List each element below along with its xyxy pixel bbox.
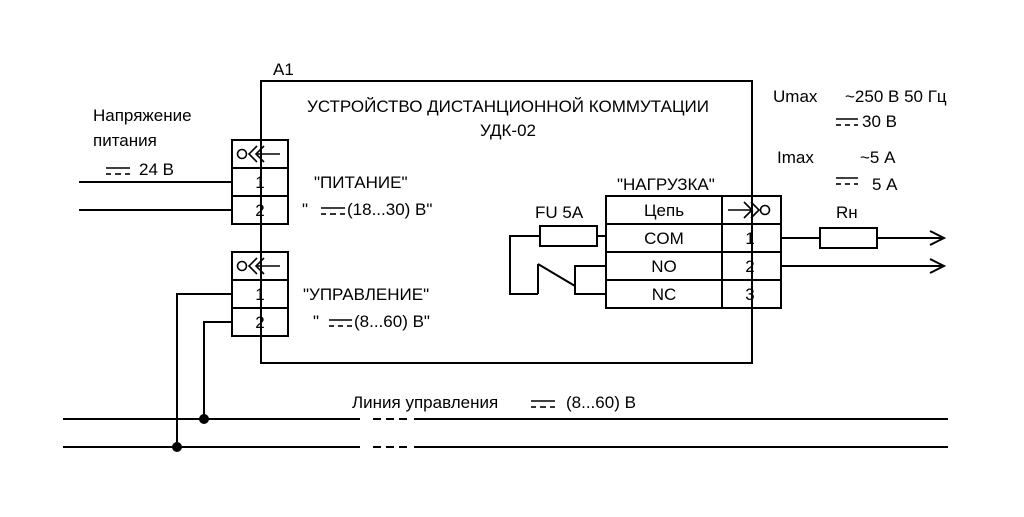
fuse-label: FU 5A (535, 203, 584, 222)
load-connector-table (605, 195, 782, 309)
power-pin-1: 1 (255, 173, 264, 192)
arrow-right-icon (929, 258, 947, 274)
load-circuit-com: COM (644, 229, 684, 248)
power-connector-name: "ПИТАНИЕ" (314, 173, 408, 192)
power-voltage-range: (18...30) В" (347, 200, 432, 219)
supply-voltage-label: Напряжение (93, 106, 192, 125)
dc-symbol-icon (836, 177, 858, 185)
imax-dc-value: 5 А (872, 175, 898, 194)
control-line-bus (63, 418, 948, 448)
imax-ac-value: ~5 А (860, 148, 896, 167)
block-id-label: A1 (273, 60, 294, 79)
supply-voltage-label-2: питания (93, 131, 157, 150)
control-line-label: Линия управления (352, 393, 498, 412)
load-circuit-header: Цепь (644, 201, 684, 220)
control-wire-2 (203, 321, 232, 419)
socket-icon (236, 145, 280, 163)
power-pin-2: 2 (255, 201, 264, 220)
dc-symbol-icon (836, 118, 858, 126)
resistor-icon (819, 227, 878, 249)
control-wire-1 (176, 293, 232, 447)
umax-dc-value: 30 В (862, 112, 897, 131)
control-pin-2: 2 (255, 313, 264, 332)
load-connector-name: "НАГРУЗКА" (617, 175, 715, 194)
device-title: УСТРОЙСТВО ДИСТАНЦИОННОЙ КОММУТАЦИИ (307, 97, 709, 116)
control-voltage-range: (8...60) В" (354, 312, 430, 331)
dc-symbol-icon (321, 207, 345, 215)
dc-symbol-icon (531, 400, 555, 408)
umax-label: Umax (773, 87, 818, 106)
control-pin-1: 1 (255, 285, 264, 304)
socket-icon (236, 257, 280, 275)
load-pin-3: 3 (745, 285, 754, 304)
load-circuit-no: NO (651, 257, 677, 276)
resistor-label: Rн (836, 203, 858, 222)
umax-ac-value: ~250 В 50 Гц (845, 87, 947, 106)
plug-icon (728, 201, 771, 219)
supply-voltage-value: 24 В (139, 160, 174, 179)
device-block-outline (260, 80, 753, 364)
relay-contact-wires (574, 265, 606, 295)
fuse-icon (539, 225, 598, 247)
load-circuit-nc: NC (652, 285, 677, 304)
arrow-right-icon (929, 230, 947, 246)
relay-common-wire (509, 235, 540, 295)
dc-symbol-icon (106, 167, 130, 175)
device-model: УДК-02 (480, 121, 536, 140)
load-pin-1: 1 (745, 229, 754, 248)
dc-symbol-icon (329, 319, 352, 327)
load-pin-2: 2 (745, 257, 754, 276)
power-range-prefix: " (302, 200, 308, 219)
control-range-prefix: " (313, 312, 319, 331)
relay-contact-arm (537, 263, 576, 287)
imax-label: Imax (777, 148, 814, 167)
control-connector-name: "УПРАВЛЕНИЕ" (303, 285, 429, 304)
control-line-voltage: (8...60) В (566, 393, 636, 412)
